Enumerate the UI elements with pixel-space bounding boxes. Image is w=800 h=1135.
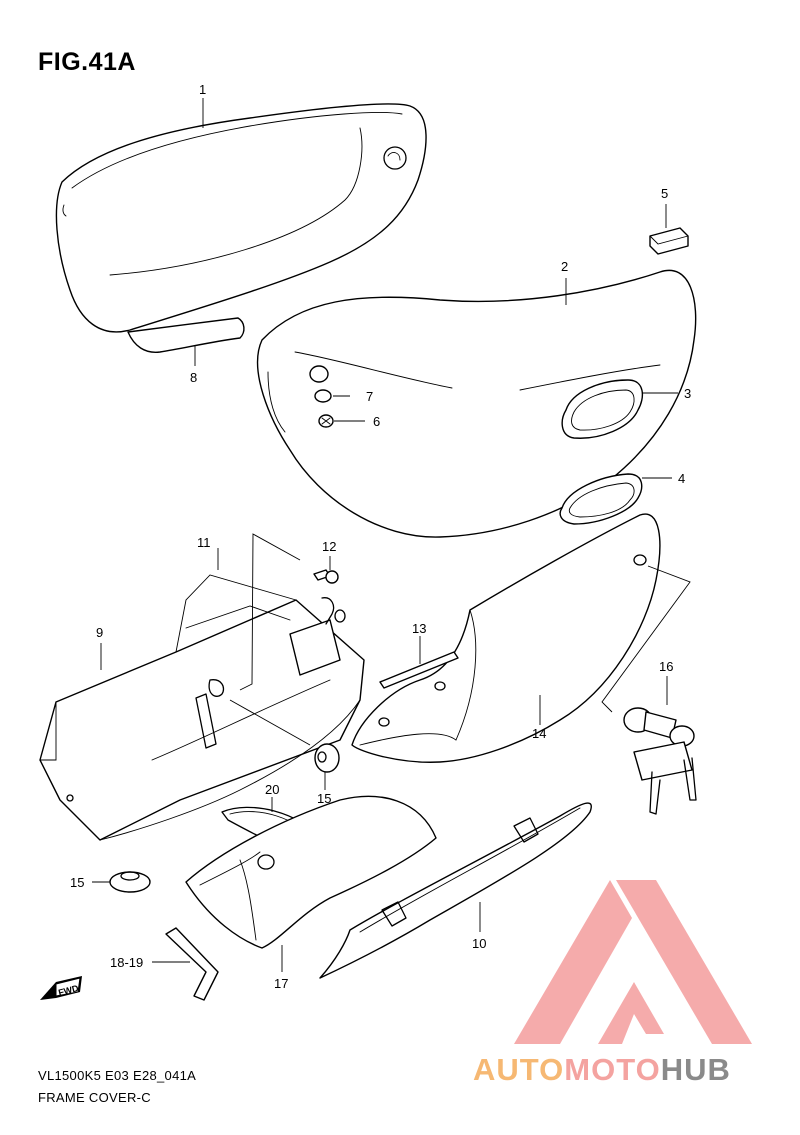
footer-diagram-name: FRAME COVER-C [38, 1090, 151, 1105]
part-8-tab [127, 317, 245, 366]
footer-diagram-code: VL1500K5 E03 E28_041A [38, 1068, 197, 1083]
callout-17: 17 [274, 976, 288, 991]
fwd-label: FWD [57, 983, 80, 998]
callout-11: 11 [197, 535, 211, 550]
part-10-trim-rail [319, 802, 592, 979]
callout-12: 12 [322, 539, 336, 554]
part-1-frame-cover-upper [55, 103, 427, 333]
callout-10: 10 [472, 936, 486, 951]
callout-4: 4 [678, 471, 685, 486]
callout-15-upper: 15 [317, 791, 331, 806]
watermark-word-hub: HUB [660, 1052, 731, 1087]
part-4-emblem [559, 473, 672, 525]
part-2-frame-cover-side [256, 269, 697, 538]
callout-15-lower: 15 [70, 875, 84, 890]
part-15-grommet-lower [92, 871, 151, 893]
part-9-tool-box [39, 533, 365, 841]
part-15-grommet-upper [229, 699, 340, 790]
callout-16: 16 [659, 659, 673, 674]
callout-18-19: 18-19 [110, 955, 143, 970]
watermark-triangle-logo [514, 880, 752, 1044]
watermark-word-moto: MOTO [564, 1052, 661, 1087]
callout-5: 5 [661, 186, 668, 201]
callout-13: 13 [412, 621, 426, 636]
part-7-grommet [309, 365, 350, 403]
watermark-wordmark: AUTOMOTOHUB [473, 1052, 731, 1088]
figure-title: FIG.41A [38, 48, 136, 76]
part-12-bolt [313, 556, 339, 584]
part-6-screw [318, 414, 365, 428]
callout-8: 8 [190, 370, 197, 385]
part-14-frame-cover-lower [351, 513, 691, 763]
callout-3: 3 [684, 386, 691, 401]
callout-2: 2 [561, 259, 568, 274]
callout-1: 1 [199, 82, 206, 97]
callout-9: 9 [96, 625, 103, 640]
part-13-rod [379, 636, 459, 689]
callout-14: 14 [532, 726, 546, 741]
part-5-cushion-pad [649, 204, 689, 255]
bracket-hinge [289, 597, 346, 676]
callout-labels: 1 2 3 4 5 6 7 8 9 10 11 12 13 14 15 15 1… [70, 82, 691, 991]
callout-7: 7 [366, 389, 373, 404]
part-3-emblem [561, 379, 678, 439]
part-18-19-hex-wrench [152, 927, 219, 1001]
part-16-lock-set [623, 676, 697, 815]
forward-direction-badge: FWD [40, 976, 82, 1000]
watermark-word-auto: AUTO [473, 1052, 565, 1087]
part-17-tool-bag [185, 795, 437, 972]
callout-6: 6 [373, 414, 380, 429]
callout-20: 20 [265, 782, 279, 797]
